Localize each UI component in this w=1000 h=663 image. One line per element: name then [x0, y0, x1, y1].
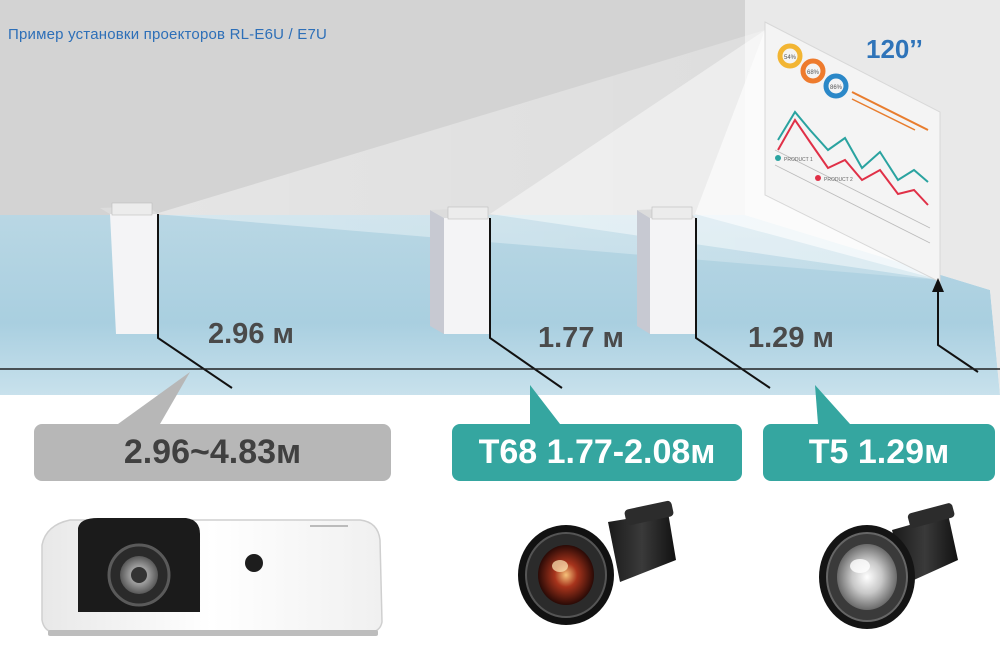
page-title: Пример установки проекторов RL-E6U / E7U	[8, 26, 328, 43]
callout-t68-label: T68 1.77-2.08м	[478, 433, 716, 471]
projector-stand-3	[637, 206, 696, 334]
screen-caption-line	[851, 91, 929, 131]
projection-screen: 54% 68% 86% PRODUCT 1 PRODUCT 2	[764, 21, 941, 283]
callout-long-throw-label: 2.96~4.83м	[123, 433, 302, 471]
donut-2-label: 68%	[807, 70, 820, 76]
screen-grid-line	[774, 149, 931, 229]
measure-line-screen	[937, 288, 979, 373]
donut-1-label: 54%	[784, 55, 797, 61]
lens-t5-image	[819, 503, 958, 629]
measure-line-1	[157, 214, 233, 389]
screen-size-label: 120’’	[866, 34, 923, 64]
donut-3-label: 86%	[830, 85, 843, 91]
distance-label-2: 1.77 м	[538, 322, 624, 354]
legend-product-1: PRODUCT 1	[784, 157, 813, 163]
projector-stand-1	[100, 202, 158, 334]
measure-line-2	[489, 218, 563, 389]
screen-series-red	[777, 118, 929, 206]
legend-dot-red	[815, 175, 821, 181]
distance-label-3: 1.29 м	[748, 322, 834, 354]
screen-caption-line	[851, 98, 916, 131]
projector-stand-2	[430, 206, 490, 334]
lens-t68-image	[518, 500, 676, 625]
screen-arrow	[932, 278, 944, 292]
callout-t5-label: T5 1.29м	[808, 433, 950, 471]
screen-grid-line	[774, 164, 931, 244]
legend-product-2: PRODUCT 2	[824, 177, 853, 183]
donut-3	[823, 73, 849, 99]
distance-label-1: 2.96 м	[208, 318, 294, 350]
legend-dot-teal	[775, 155, 781, 161]
donut-1	[777, 43, 803, 69]
measure-line-3	[695, 218, 771, 389]
callout-long-throw	[34, 372, 391, 481]
callout-t68	[452, 385, 742, 481]
callout-t5	[763, 385, 995, 481]
donut-2	[800, 58, 826, 84]
measurement-lines	[0, 214, 1000, 389]
screen-series-teal	[777, 110, 929, 183]
projector-image	[41, 518, 383, 636]
